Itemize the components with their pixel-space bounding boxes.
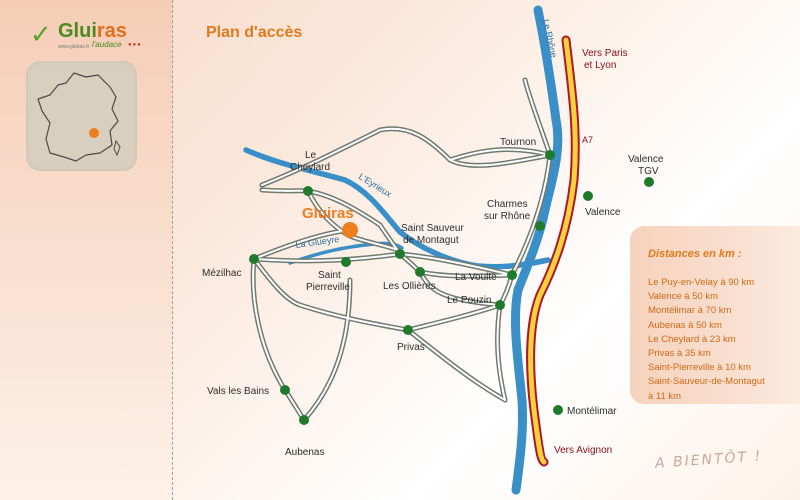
distance-item: Saint-Pierreville à 10 km	[648, 362, 751, 374]
eyrieux-label: L'Eyrieux	[357, 171, 394, 199]
saint-pierreville-label-1: Saint	[318, 270, 341, 281]
road-network	[250, 77, 553, 423]
logo-name-part1: Glui	[58, 20, 97, 42]
saint-pierreville-label-2: Pierreville	[306, 282, 350, 293]
montelimar-label: Montélimar	[567, 406, 617, 417]
distances-title: Distances en km :	[648, 248, 742, 260]
checkmark-icon: ✓	[30, 19, 52, 49]
page-title: Plan d'accès	[206, 24, 303, 41]
le-cheylard-dot	[303, 186, 313, 196]
valence-tgv-label-1: Valence	[628, 154, 664, 165]
eyrieux-river	[243, 147, 551, 270]
distance-item: Aubenas à 50 km	[648, 319, 722, 331]
charmes-label-1: Charmes	[487, 199, 528, 210]
france-outline-icon	[37, 72, 121, 162]
vals-dot	[280, 385, 290, 395]
le-pouzin-dot	[495, 300, 505, 310]
distance-item: à 11 km	[648, 390, 682, 402]
distance-item: Saint-Sauveur-de-Montagut	[648, 376, 765, 388]
valence-tgv-dot	[644, 177, 654, 187]
distance-item: Le Puy-en-Velay à 90 km	[648, 277, 755, 288]
distances-list: Le Puy-en-Velay à 90 km Valence à 50 km …	[648, 276, 765, 404]
rhone-river	[510, 5, 563, 495]
charmes-dot	[535, 221, 545, 231]
gluiras-marker	[342, 222, 358, 238]
distance-item: Le Cheylard à 23 km	[648, 333, 736, 345]
logo-dots: ●●●	[128, 42, 142, 48]
gluiras-logo[interactable]: ✓ Gluiras l'audace www.gluiras.fr ●●●	[30, 18, 150, 52]
la-voulte-label: La Voulte	[455, 272, 497, 283]
le-cheylard-label-2: Cheylard	[290, 162, 330, 173]
saint-pierreville-dot	[341, 257, 351, 267]
le-pouzin-label: Le Pouzin	[447, 295, 491, 306]
distance-item: Privas à 35 km	[648, 348, 711, 360]
aubenas-dot	[299, 415, 309, 425]
divider	[172, 0, 173, 500]
tournon-dot	[545, 150, 555, 160]
gluiras-location-dot	[89, 128, 99, 138]
distances-panel: Distances en km : Le Puy-en-Velay à 90 k…	[630, 226, 800, 404]
logo-name-part2: ras	[96, 20, 127, 42]
charmes-label-2: sur Rhône	[484, 211, 531, 222]
logo-name: Gluiras	[58, 20, 127, 43]
les-ollieres-label: Les Ollières	[383, 281, 436, 292]
vers-paris-label: Vers Paris	[582, 48, 628, 59]
glueyre-label: La Glueyre	[295, 234, 340, 250]
valence-label: Valence	[585, 207, 621, 218]
distance-item: Valence à 50 km	[648, 291, 719, 303]
saint-sauveur-label-2: de Montagut	[403, 235, 459, 246]
logo-url: www.gluiras.fr	[58, 44, 90, 50]
les-ollieres-dot	[415, 267, 425, 277]
la-voulte-dot	[507, 270, 517, 280]
vals-label: Vals les Bains	[207, 386, 269, 397]
tournon-label: Tournon	[500, 137, 536, 148]
a7-label: A7	[582, 135, 593, 145]
valence-dot	[583, 191, 593, 201]
mezilhac-label: Mézilhac	[202, 268, 241, 279]
saint-sauveur-label-1: Saint Sauveur	[401, 223, 464, 234]
valence-tgv-label-2: TGV	[638, 166, 659, 177]
vers-avignon-label: Vers Avignon	[554, 445, 612, 456]
a7-highway	[526, 35, 580, 467]
aubenas-label: Aubenas	[285, 447, 324, 458]
privas-label: Privas	[397, 342, 425, 353]
distance-item: Montélimar à 70 km	[648, 305, 732, 317]
saint-sauveur-dot	[395, 249, 405, 259]
gluiras-label: Gluiras	[302, 205, 354, 222]
privas-dot	[403, 325, 413, 335]
le-cheylard-label-1: Le	[305, 150, 317, 161]
et-lyon-label: et Lyon	[584, 60, 616, 71]
montelimar-dot	[553, 405, 563, 415]
france-locator-map	[26, 61, 137, 171]
logo-tagline: l'audace	[92, 40, 122, 49]
mezilhac-dot	[249, 254, 259, 264]
